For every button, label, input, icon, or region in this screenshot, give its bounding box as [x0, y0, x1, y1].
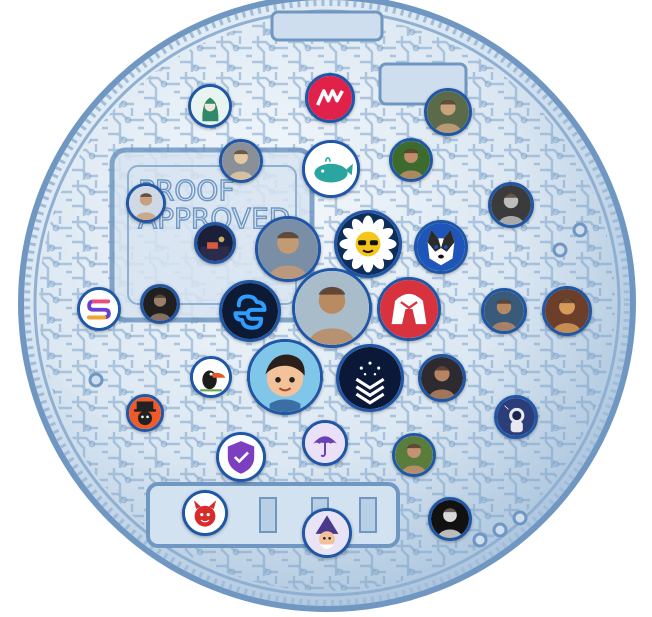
character-icon [129, 397, 161, 429]
avatar-stars-chevron-logo[interactable] [336, 344, 404, 412]
avatar-red-helmet-logo[interactable] [377, 277, 441, 341]
avatar-man-smiling-blue-shirt[interactable] [255, 216, 321, 282]
chevron-stars-icon [339, 347, 401, 409]
avatar-umbrella-logo[interactable] [302, 420, 348, 466]
avatar-daisy-sunglasses[interactable] [334, 210, 402, 278]
person-photo-icon [431, 500, 469, 538]
person-photo-icon [129, 186, 163, 220]
avatar-dark-cloaked-figure[interactable] [428, 497, 472, 541]
astronaut-icon [497, 398, 535, 436]
cloud-link-icon [222, 283, 278, 339]
avatar-man-dark-background[interactable] [418, 354, 466, 402]
avatar-old-man-portrait[interactable] [488, 182, 534, 228]
avatar-man-dark-portrait[interactable] [140, 284, 180, 324]
avatar-person-brown-hair[interactable] [424, 88, 472, 136]
avatar-whale-logo[interactable] [302, 140, 360, 198]
daisy-icon [337, 213, 399, 275]
avatar-wizard-character[interactable] [302, 508, 352, 558]
room-photo-icon [197, 225, 233, 261]
avatar-mg-logo[interactable] [305, 73, 355, 123]
avatar-woman-blonde[interactable] [219, 139, 263, 183]
person-photo-icon [143, 287, 177, 321]
helmet-icon [380, 280, 438, 338]
mg-logo-icon [308, 76, 352, 120]
person-photo-icon [222, 142, 260, 180]
person-photo-icon [545, 289, 589, 333]
avatar-husky-logo[interactable] [414, 220, 468, 274]
avatar-red-hat-character[interactable] [126, 394, 164, 432]
avatar-cloud-link-logo[interactable] [219, 280, 281, 342]
avatar-dark-room-photo[interactable] [194, 222, 236, 264]
wizard-icon [305, 511, 349, 555]
person-photo-icon [395, 436, 433, 474]
avatar-cartoon-boy[interactable] [247, 339, 323, 415]
avatar-woman-green-illustration[interactable] [188, 84, 232, 128]
person-photo-icon [491, 185, 531, 225]
shield-icon [219, 435, 263, 479]
avatar-hooded-figure[interactable] [542, 286, 592, 336]
avatar-man-white-shirt[interactable] [126, 183, 166, 223]
toucan-icon [193, 359, 229, 395]
person-photo-icon [258, 219, 318, 279]
avatar-astronaut-art[interactable] [494, 395, 538, 439]
devil-icon [185, 493, 225, 533]
avatar-man-beard-cap[interactable] [292, 268, 372, 348]
umbrella-icon [305, 423, 345, 463]
avatar-man-smiling-outdoor[interactable] [392, 433, 436, 477]
avatar-man-green-shirt[interactable] [389, 138, 433, 182]
person-photo-icon [427, 91, 469, 133]
avatar-man-beard-blue[interactable] [481, 288, 527, 334]
avatar-red-devil-mascot[interactable] [182, 490, 228, 536]
husky-icon [417, 223, 465, 271]
s-logo-icon [80, 290, 118, 328]
cartoon-boy-icon [250, 342, 320, 412]
person-photo-icon [295, 271, 369, 345]
avatar-rainbow-s-logo[interactable] [77, 287, 121, 331]
person-photo-icon [392, 141, 430, 179]
avatar-purple-shield-logo[interactable] [216, 432, 266, 482]
woman-illustration-icon [191, 87, 229, 125]
avatar-toucan-illustration[interactable] [190, 356, 232, 398]
whale-icon [305, 143, 357, 195]
person-photo-icon [421, 357, 463, 399]
person-photo-icon [484, 291, 524, 331]
